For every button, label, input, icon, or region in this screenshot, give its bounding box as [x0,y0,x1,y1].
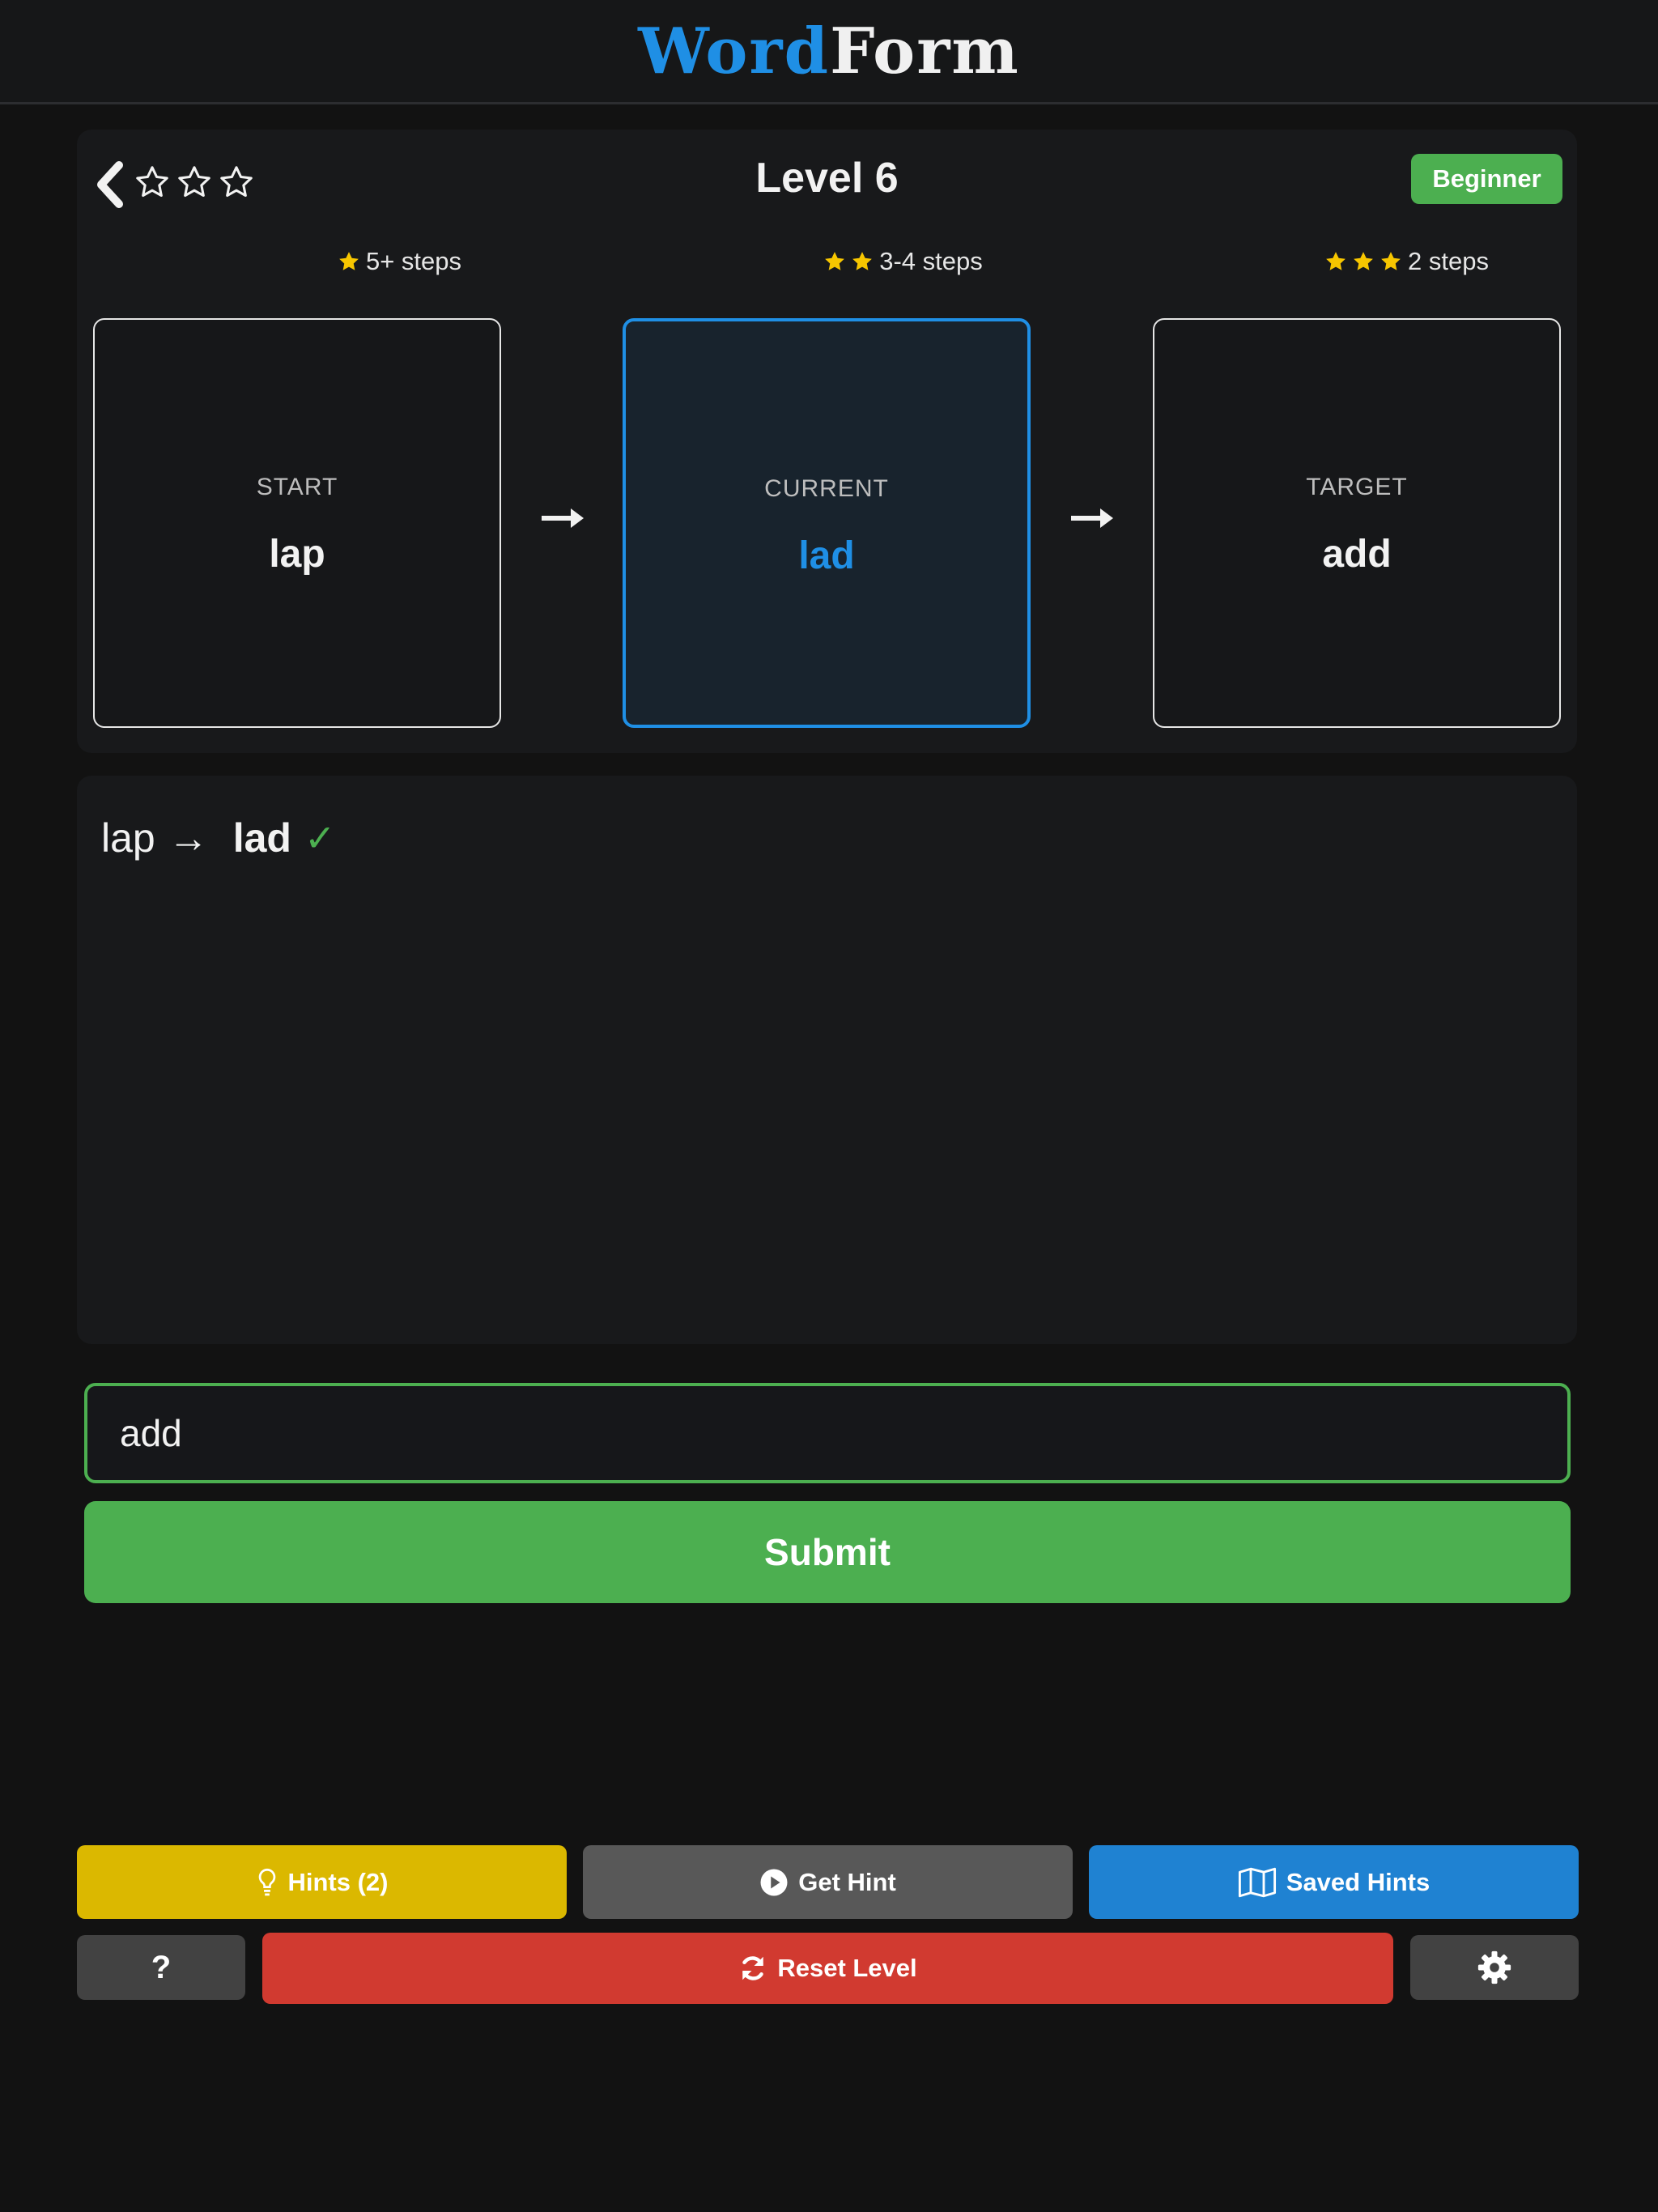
current-label: CURRENT [764,475,889,502]
reset-level-button[interactable]: Reset Level [262,1933,1393,2004]
star-filled-icon [1326,252,1346,270]
reset-level-label: Reset Level [777,1954,917,1982]
tier-two-stars: 3-4 steps [700,247,1105,276]
level-star-rating [134,164,255,201]
get-hint-label: Get Hint [798,1867,896,1896]
difficulty-badge: Beginner [1411,154,1562,204]
back-chevron-icon[interactable] [95,160,127,209]
target-word: add [1322,533,1392,576]
hints-button-label: Hints (2) [287,1867,389,1896]
saved-hints-button[interactable]: Saved Hints [1089,1845,1579,1919]
level-title: Level 6 [755,155,899,202]
start-word: lap [269,533,325,576]
help-button[interactable]: ? [77,1935,245,2000]
lightbulb-icon [258,1868,275,1895]
current-word-box: CURRENT lad [623,318,1031,728]
tier-label: 2 steps [1408,247,1489,275]
start-word-box: START lap [93,318,501,728]
tier-label: 5+ steps [365,247,462,275]
history-to-word: lad [232,815,291,861]
current-word: lad [798,534,855,577]
target-word-box: TARGET add [1153,318,1561,728]
word-input[interactable] [84,1383,1571,1483]
submit-button[interactable]: Submit [84,1501,1571,1603]
arrow-right-icon [542,508,584,528]
logo-word: Word [638,14,831,88]
level-panel: Level 6 Beginner 5+ steps 3-4 steps 2 st… [77,130,1577,753]
hints-button[interactable]: Hints (2) [77,1845,567,1919]
settings-button[interactable] [1410,1935,1579,2000]
check-icon: ✓ [304,817,336,859]
arrow-right-icon [1071,508,1113,528]
star-outline-icon [178,166,210,198]
map-icon [1238,1867,1276,1897]
star-filled-icon [852,252,873,270]
star-filled-icon [1381,252,1401,270]
play-circle-icon [760,1869,788,1895]
start-label: START [256,474,338,500]
logo-form: Form [830,14,1020,88]
star-filled-icon [825,252,845,270]
get-hint-button[interactable]: Get Hint [583,1845,1073,1919]
move-history-panel: lap → lad ✓ [77,776,1577,1344]
refresh-icon [742,1956,764,1980]
tier-three-stars: 2 steps [1204,247,1609,276]
app-header: WordForm [0,0,1658,104]
star-filled-icon [339,252,359,270]
history-arrow-icon: → [168,815,209,861]
gear-icon [1477,1950,1511,1984]
history-from-word: lap [101,815,155,861]
star-filled-icon [1354,252,1373,270]
history-entry: lap → lad ✓ [101,815,336,861]
tier-one-star: 5+ steps [197,247,602,276]
tier-label: 3-4 steps [879,247,983,275]
star-outline-icon [220,166,253,198]
star-outline-icon [136,166,168,198]
saved-hints-label: Saved Hints [1286,1867,1431,1896]
app-logo: WordForm [638,15,1020,88]
target-label: TARGET [1306,474,1408,500]
